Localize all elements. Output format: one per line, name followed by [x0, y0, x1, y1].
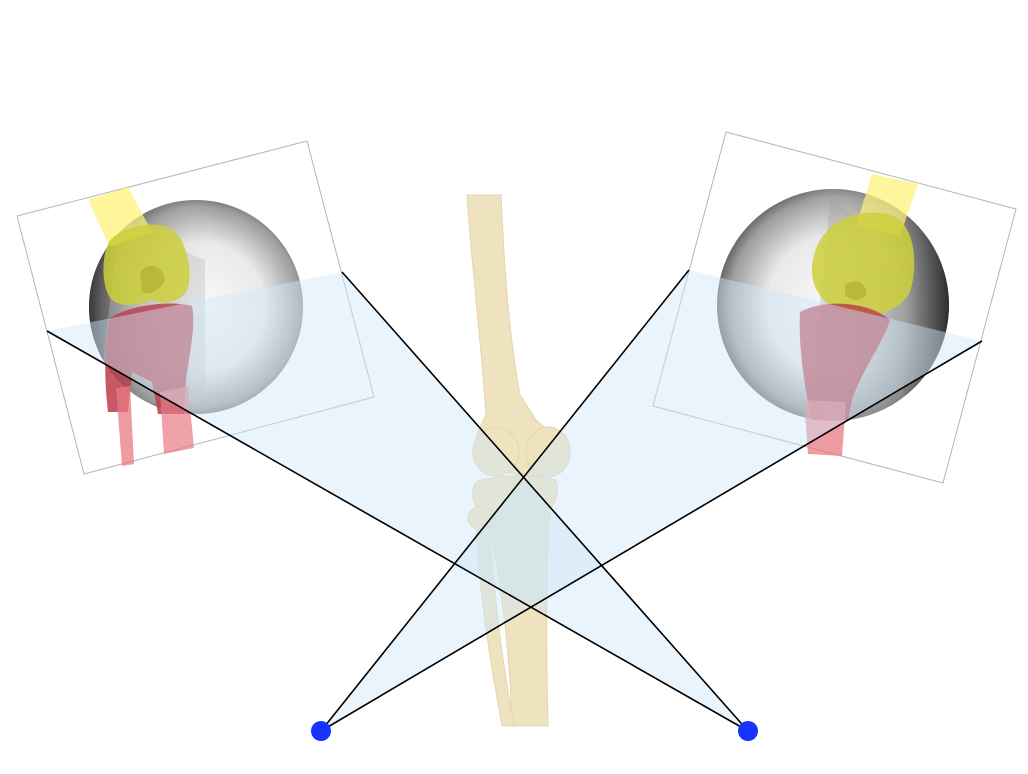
knee-bone-model [466, 194, 571, 727]
fluoroscopic-image-left [16, 140, 375, 475]
femoral-condyle-medial [525, 426, 571, 478]
femur-shaft [466, 194, 566, 477]
tibia-extension-left [116, 386, 134, 466]
ray-left-to-right-top [320, 269, 690, 732]
projection-frustum-left-source [321, 270, 982, 731]
femoral-condyle-lateral [472, 427, 520, 477]
projection-frustum-right-source [47, 272, 748, 731]
tibial-plateau [472, 475, 559, 515]
fluoroscopic-image-right [652, 131, 1017, 484]
ray-right-to-left-top [341, 271, 749, 732]
tibia-shaft [485, 511, 551, 727]
x-ray-source-left [311, 721, 331, 741]
ray-right-to-left-bottom [46, 330, 749, 732]
ray-left-to-right-bottom [320, 340, 983, 732]
x-ray-source-right [738, 721, 758, 741]
projection-rays [46, 269, 983, 732]
fibula-shaft [475, 524, 515, 727]
